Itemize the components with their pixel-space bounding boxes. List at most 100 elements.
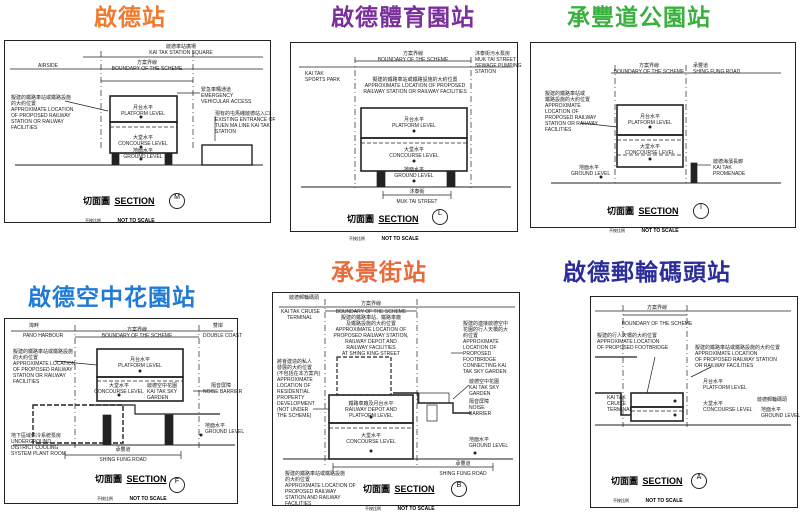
boundary-en: BOUNDARY OF THE SCHEME (101, 333, 173, 339)
ground-zh: 地面水平 (132, 148, 154, 154)
boundary-zh: 方案界線 (638, 63, 660, 69)
road-en: SHING FUNG ROAD (99, 457, 147, 463)
noise-barrier-en-1: NOISE (469, 405, 485, 411)
street-zh: 沐泰街 (409, 189, 425, 195)
approx-en-2: RAILWAY STATION OR RAILWAY FACILITIES (363, 89, 467, 95)
concourse-zh: 大堂水平 (360, 433, 382, 439)
concourse-en: CONCOURSE LEVEL (94, 389, 144, 395)
future-dev-en-2: LOCATION OF (277, 383, 311, 389)
plant-room-en-2: DISTRICT COOLING (11, 445, 59, 451)
section-panel-kai-tak-sky-garden: 灣畔 PANO HARBOUR 方案界線 BOUNDARY OF THE SCH… (4, 318, 244, 504)
section-panel-kai-tak-cruise-terminal: 方案界線 BOUNDARY OF THE SCHEME 擬建的行人天橋的大約位置… (590, 296, 800, 508)
not-to-scale: NOT TO SCALE (129, 496, 167, 502)
approx-zh-2: 的大約位置 (11, 101, 37, 107)
platform-zh: 月台水平 (132, 105, 154, 111)
section-zh: 切面圖 (611, 477, 639, 487)
not-to-scale-zh: 不按比例 (365, 506, 381, 511)
ground-en: GROUND LEVEL (571, 171, 611, 177)
existing-entrance-zh: 現有的屯馬綫啟德站入口 (215, 111, 271, 117)
eva-zh: 緊急車輛通道 (201, 87, 232, 93)
depot-level-zh: 鐵路車廠及月台水平 (348, 401, 394, 407)
pumping-station-en-2: SEWAGE PUMPING (475, 63, 522, 69)
cruise-terminal-zh: 啟德郵輪碼頭 (289, 295, 320, 301)
approx-bot-en-1: APPROXIMATE LOCATION OF (285, 483, 356, 489)
not-to-scale-zh: 不按比例 (609, 228, 625, 233)
sky-garden-en-2: GARDEN (469, 391, 491, 397)
approx-en-4: FACILITIES (13, 379, 40, 385)
plant-room-en-3: SYSTEM PLANT ROOM (11, 451, 66, 457)
approx-en-2: OF PROPOSED RAILWAY (13, 367, 73, 373)
approx-top-en-3: RAILWAY DEPOT AND (345, 339, 397, 345)
noise-barrier-zh: 隔音屏障 (211, 383, 232, 389)
not-to-scale-zh: 不按比例 (613, 498, 629, 503)
section-marker-l: L (432, 209, 448, 225)
section-en: SECTION (378, 214, 419, 224)
approx-bot-zh-2: 的大約位置 (285, 477, 311, 483)
future-dev-en-5: DEVELOPMENT (277, 401, 315, 407)
road-en: SHING FUNG ROAD (693, 69, 741, 75)
ground-en: GROUND LEVEL (761, 413, 800, 419)
approx-zh-1: 擬建的鐵路車站或鐵路設施 (13, 349, 74, 355)
concourse-en: CONCOURSE LEVEL (118, 141, 168, 147)
boundary-en: BOUNDARY OF THE SCHEME (621, 321, 693, 327)
footbridge-en-5: CONNECTING KAI (463, 363, 507, 369)
approx-zh-2: 的大約位置 (13, 355, 39, 361)
footbridge-en-1: APPROXIMATE LOCATION (597, 339, 660, 345)
ground-zh: 地面水平 (205, 423, 226, 429)
boundary-en: BOUNDARY OF THE SCHEME (335, 309, 407, 315)
not-to-scale-zh: 不按比例 (349, 236, 365, 241)
promenade-en-1: KAI TAK (713, 165, 732, 171)
ground-en: GROUND LEVEL (205, 429, 245, 435)
approx-zh-2: 鐵路設施的大約位置 (545, 97, 591, 103)
approx-top-zh-1: 擬建的鐵路車站、鐵路車廠 (340, 315, 402, 321)
pumping-station-zh: 沐泰街污水泵房 (475, 51, 511, 57)
footbridge-en-2: LOCATION OF (463, 345, 497, 351)
not-to-scale: NOT TO SCALE (381, 236, 419, 242)
future-dev-en-7: THE SCHEME) (277, 413, 312, 419)
concourse-en: CONCOURSE LEVEL (703, 407, 753, 413)
cruise-terminal-en-2: CRUISE (607, 401, 626, 407)
section-caption: 切面圖 SECTION 不按比例 NOT TO SCALE (363, 479, 435, 515)
platform-zh: 月台水平 (703, 379, 724, 385)
road-zh: 承豐道 (693, 63, 709, 69)
section-zh: 切面圖 (347, 215, 375, 225)
footbridge-en-6: TAK SKY GARDEN (463, 369, 507, 375)
coast-en: DOUBLE COAST (203, 333, 243, 339)
platform-zh: 月台水平 (639, 114, 661, 120)
concourse-en: CONCOURSE LEVEL (625, 150, 675, 156)
cruise-terminal-en-1: KAI TAK CRUISE (281, 309, 320, 315)
approx-en-2: OF PROPOSED RAILWAY (11, 113, 71, 119)
cruise-terminal-en-1: KAI TAK (607, 395, 626, 401)
ground-zh: 地面水平 (403, 167, 425, 173)
boundary-en: BOUNDARY OF THE SCHEME (377, 57, 449, 63)
depot-level-en-2: PLATFORM LEVEL (349, 413, 393, 419)
future-dev-en-3: RESIDENTIAL (277, 389, 310, 395)
section-en: SECTION (394, 484, 435, 494)
approx-en-1: APPROXIMATE LOCATION OF PROPOSED (364, 83, 466, 89)
boundary-zh: 方案界線 (646, 305, 668, 311)
platform-en: PLATFORM LEVEL (121, 111, 165, 117)
section-drawing (551, 65, 781, 184)
approx-top-en-4: RAILWAY FACILITIES (346, 345, 396, 351)
approx-top-en-5: AT SHING KING STREET (342, 351, 400, 357)
section-caption: 切面圖 SECTION 不按比例 NOT TO SCALE (83, 191, 155, 227)
future-dev-en-4: PROPERTY (277, 395, 305, 401)
harbour-en: PANO HARBOUR (23, 333, 64, 339)
platform-en: PLATFORM LEVEL (628, 120, 672, 126)
noise-barrier-en: NOISE BARRIER (203, 389, 243, 395)
not-to-scale: NOT TO SCALE (397, 506, 435, 512)
ground-en: GROUND LEVEL (469, 443, 509, 449)
approx-en-4: FACILITIES (11, 125, 38, 131)
title-shing-king-street-station: 承景街站 (331, 260, 427, 286)
concourse-zh: 大堂水平 (639, 144, 661, 150)
approx-en-2: LOCATION OF (545, 109, 579, 115)
footbridge-en-4: FOOTBRIDGE (463, 357, 497, 363)
section-en: SECTION (642, 476, 683, 486)
sky-garden-zh: 啟德空中花園 (469, 379, 500, 385)
section-marker-f: F (169, 477, 185, 493)
coast-zh: 雙岸 (213, 323, 224, 329)
not-to-scale-zh: 不按比例 (97, 496, 113, 501)
concourse-zh: 大堂水平 (108, 383, 130, 389)
ground-zh: 地面水平 (579, 165, 600, 171)
future-dev-en-6: (NOT UNDER (277, 407, 309, 413)
